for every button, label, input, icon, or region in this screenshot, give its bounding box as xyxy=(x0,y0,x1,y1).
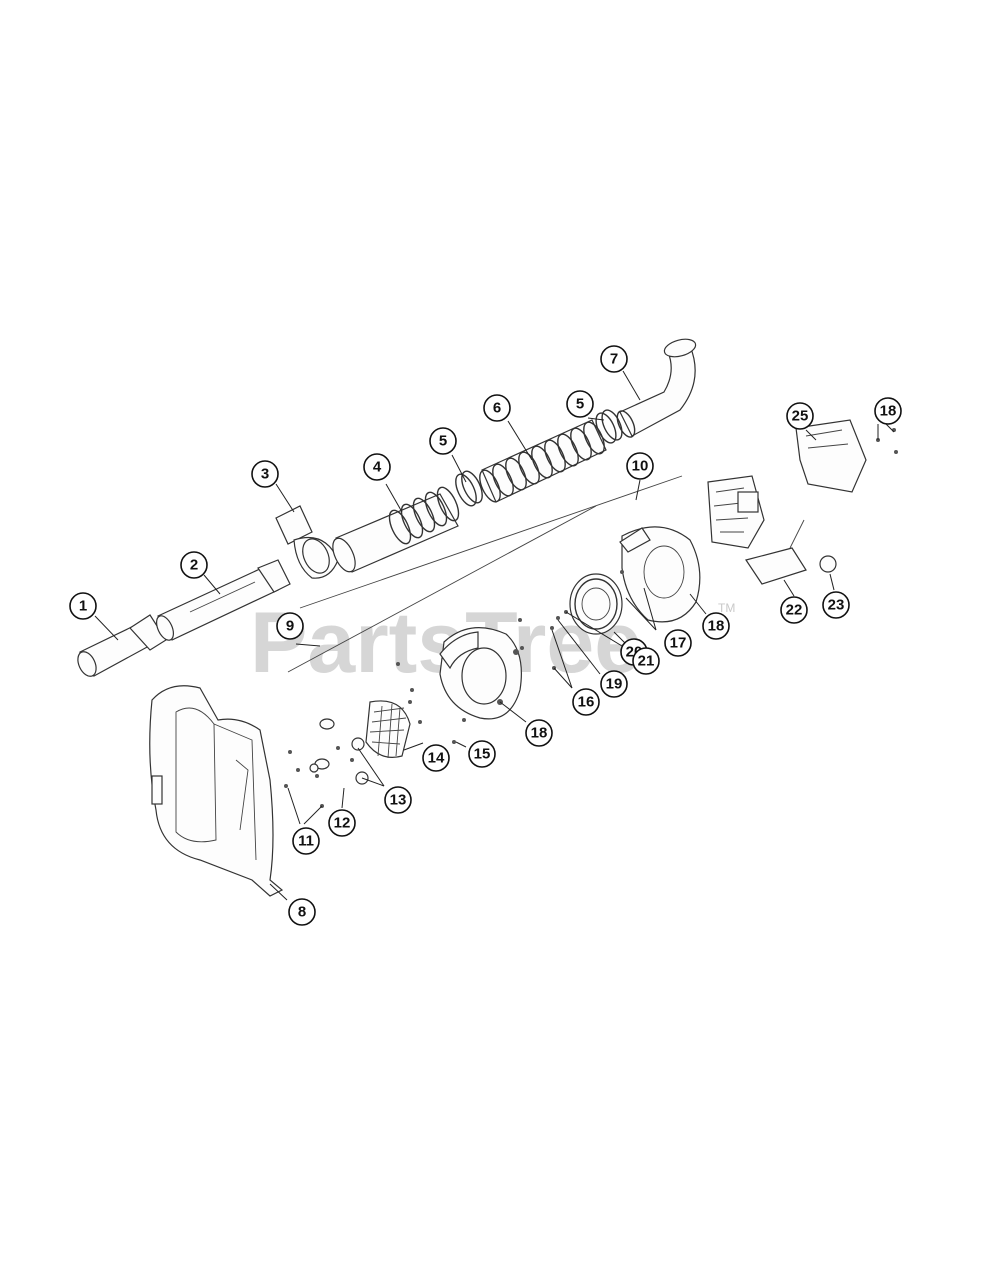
svg-text:8: 8 xyxy=(298,904,306,921)
svg-text:3: 3 xyxy=(261,466,269,483)
part-intake-screen xyxy=(365,700,411,759)
part-pipe-section xyxy=(332,486,460,573)
callout-6: 6 xyxy=(483,394,511,422)
svg-text:9: 9 xyxy=(286,618,294,635)
part-fan-impeller xyxy=(569,573,623,635)
svg-text:5: 5 xyxy=(576,396,584,413)
svg-text:19: 19 xyxy=(606,676,623,693)
callout-7: 7 xyxy=(600,345,628,373)
part-swivel-clamp xyxy=(275,505,339,579)
part-nozzle xyxy=(77,614,167,677)
part-engine-block xyxy=(707,475,765,549)
svg-text:18: 18 xyxy=(708,618,725,635)
part-cable-upper xyxy=(299,475,683,609)
callout-22: 22 xyxy=(780,596,808,624)
svg-text:18: 18 xyxy=(531,725,548,742)
svg-text:16: 16 xyxy=(578,694,595,711)
part-elbow xyxy=(616,338,697,438)
svg-text:25: 25 xyxy=(792,408,809,425)
part-hardware-cluster xyxy=(284,718,369,814)
callout-18-housing: 18 xyxy=(702,612,730,640)
callout-3: 3 xyxy=(251,460,279,488)
callouts: 1 2 3 4 5 5 6 7 8 9 10 11 12 13 14 15 16… xyxy=(69,345,902,926)
callout-12: 12 xyxy=(328,809,356,837)
callout-1: 1 xyxy=(69,592,97,620)
callout-5-left: 5 xyxy=(429,427,457,455)
parts-drawing xyxy=(77,338,898,897)
callout-4: 4 xyxy=(363,453,391,481)
callout-18-lower: 18 xyxy=(525,719,553,747)
callout-9: 9 xyxy=(276,612,304,640)
leader-lines xyxy=(94,370,895,901)
part-tube-upper xyxy=(156,559,291,641)
svg-text:17: 17 xyxy=(670,635,687,652)
svg-text:5: 5 xyxy=(439,433,447,450)
svg-text:18: 18 xyxy=(880,403,897,420)
svg-text:21: 21 xyxy=(638,653,655,670)
part-flex-hose xyxy=(479,419,607,503)
callout-8: 8 xyxy=(288,898,316,926)
part-backpack-harness xyxy=(149,685,284,897)
svg-text:23: 23 xyxy=(828,597,845,614)
svg-text:14: 14 xyxy=(428,750,445,767)
part-blower-housing-lower xyxy=(439,627,522,720)
svg-text:13: 13 xyxy=(390,792,407,809)
part-hose-clamp-left xyxy=(455,470,483,507)
svg-text:11: 11 xyxy=(298,833,314,850)
callout-23: 23 xyxy=(822,591,850,619)
svg-text:7: 7 xyxy=(610,351,618,368)
part-cable-lower xyxy=(287,505,597,673)
svg-text:4: 4 xyxy=(373,459,382,476)
callout-5-right: 5 xyxy=(566,390,594,418)
svg-text:22: 22 xyxy=(786,602,803,619)
callout-10: 10 xyxy=(626,452,654,480)
svg-text:6: 6 xyxy=(493,400,501,417)
svg-text:15: 15 xyxy=(474,746,491,763)
callout-19: 19 xyxy=(600,670,628,698)
part-knob xyxy=(819,555,837,573)
part-carburetor xyxy=(745,519,807,585)
callout-11: 11 xyxy=(292,827,320,855)
svg-text:12: 12 xyxy=(334,815,351,832)
callout-13: 13 xyxy=(384,786,412,814)
callout-16: 16 xyxy=(572,688,600,716)
watermark-tm: TM xyxy=(718,601,735,615)
callout-14: 14 xyxy=(422,744,450,772)
part-engine-cover xyxy=(795,419,898,493)
callout-21: 21 xyxy=(632,647,660,675)
part-screws xyxy=(396,570,624,744)
callout-25: 25 xyxy=(786,402,814,430)
svg-text:1: 1 xyxy=(79,598,87,615)
svg-text:10: 10 xyxy=(632,458,649,475)
callout-17: 17 xyxy=(664,629,692,657)
callout-2: 2 xyxy=(180,551,208,579)
callout-18-top: 18 xyxy=(874,397,902,425)
svg-text:2: 2 xyxy=(190,557,198,574)
callout-15: 15 xyxy=(468,740,496,768)
